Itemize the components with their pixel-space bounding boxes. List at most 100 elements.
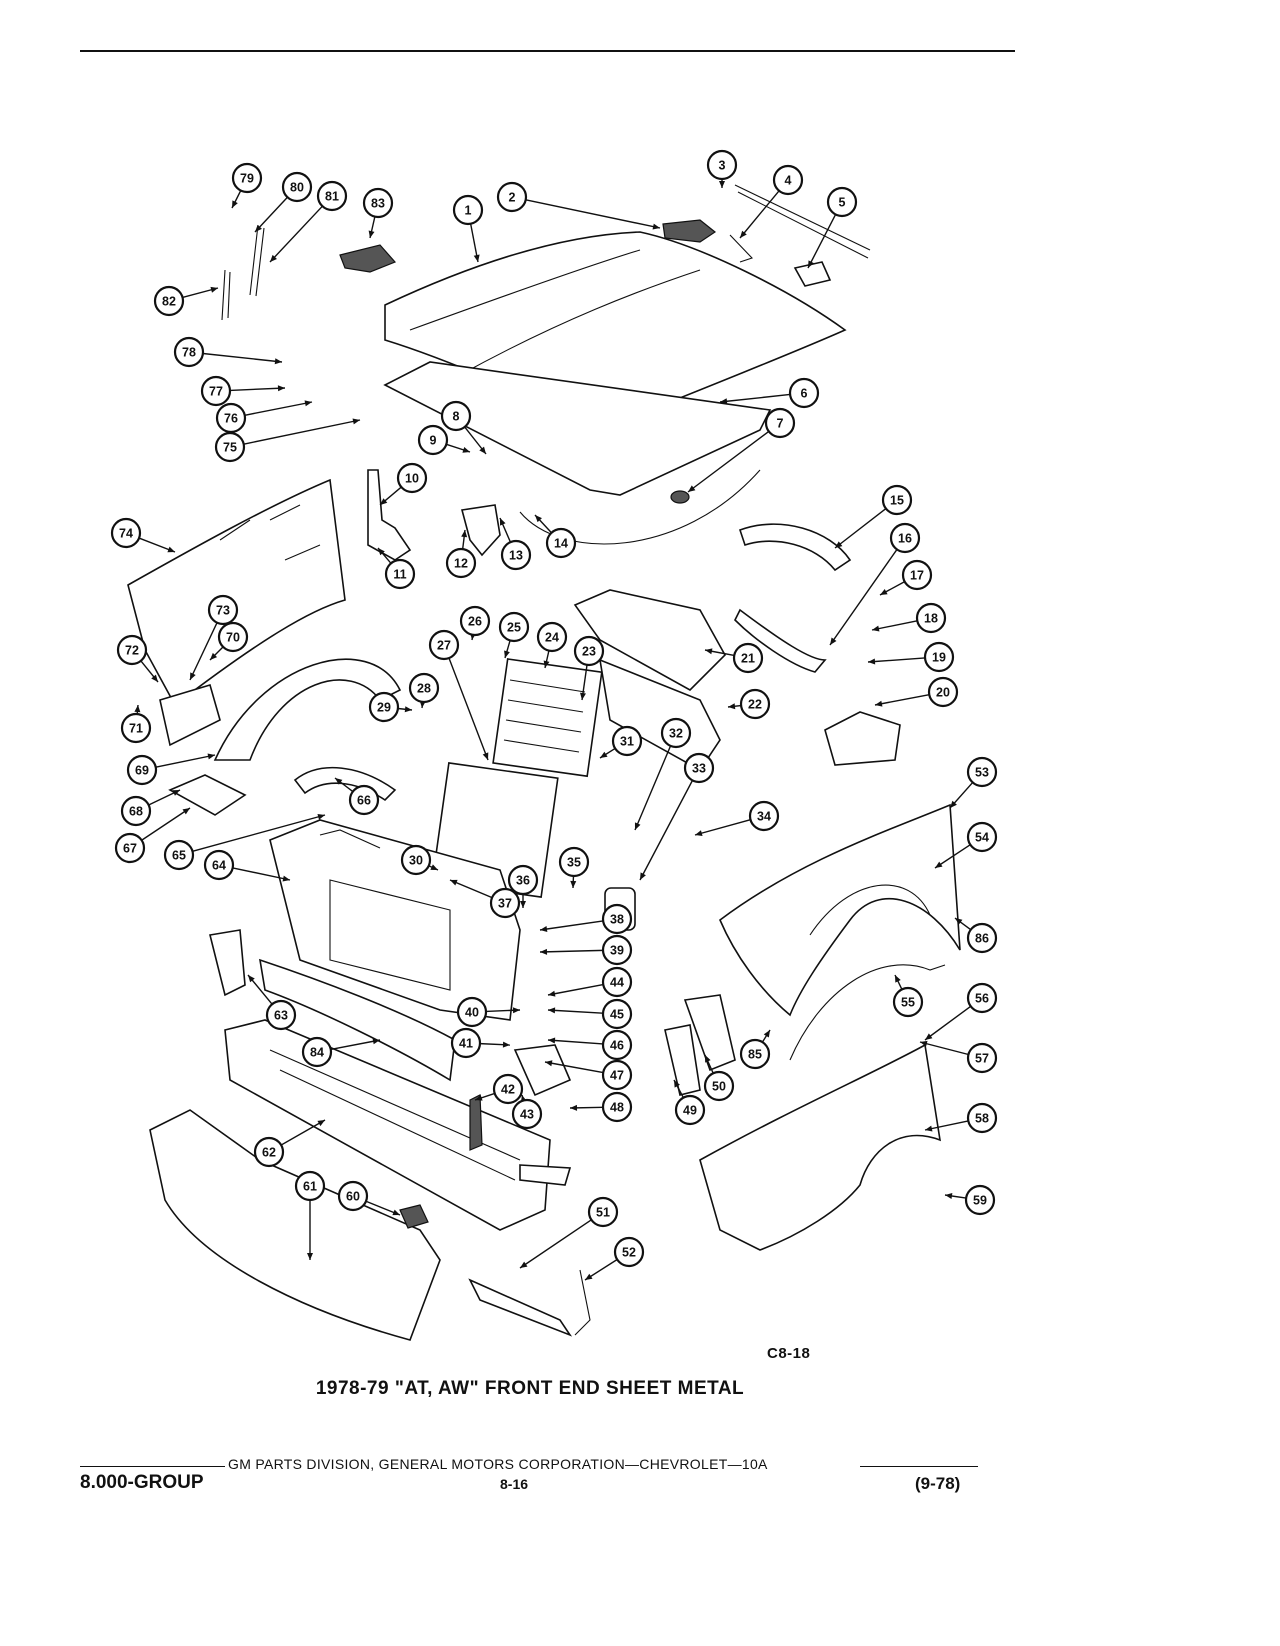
callout-circle (892, 986, 924, 1018)
callout-circle (601, 1091, 633, 1123)
leader-arrow-14 (535, 515, 542, 523)
callout-number: 21 (741, 652, 755, 666)
callout-circle (492, 1073, 524, 1105)
callout-number: 63 (274, 1009, 288, 1023)
bumper-bracket (399, 1204, 429, 1229)
callout-circle (739, 688, 771, 720)
callout-79: 79 (231, 162, 263, 194)
leader-arrow-57 (920, 1040, 928, 1047)
callout-circle (601, 998, 633, 1030)
leader-arrow-49 (674, 1080, 680, 1088)
callout-number: 76 (224, 412, 238, 426)
fender-extension (683, 994, 736, 1072)
callout-83: 83 (362, 187, 394, 219)
leader-arrow-3 (719, 181, 725, 188)
leader-arrow-33 (640, 872, 646, 880)
leader-line-4 (739, 190, 780, 239)
callout-circle (362, 187, 394, 219)
callout-number: 22 (748, 698, 762, 712)
leader-arrow-81 (270, 254, 277, 262)
callout-circle (587, 1196, 619, 1228)
callout-60: 60 (337, 1180, 369, 1212)
leader-line-27 (448, 657, 489, 761)
callout-circle (601, 1029, 633, 1061)
hood-hinge-bracket (662, 219, 717, 243)
leader-arrow-41 (502, 1041, 510, 1048)
filler-panel (664, 1024, 701, 1096)
leader-arrow-60 (392, 1209, 400, 1216)
callout-3: 3 (706, 149, 738, 181)
callout-13: 13 (500, 539, 532, 571)
leader-line-81 (269, 205, 323, 263)
leader-line-18 (871, 620, 918, 631)
callout-circle (207, 594, 239, 626)
leader-line-34 (694, 819, 751, 836)
leader-arrow-10 (380, 498, 388, 505)
leader-arrow-39 (540, 948, 548, 955)
leader-arrow-12 (461, 530, 468, 538)
leader-arrow-61 (307, 1253, 313, 1260)
callout-circle (500, 539, 532, 571)
leader-arrow-84 (372, 1038, 380, 1045)
callout-number: 69 (135, 764, 149, 778)
leader-lines (134, 179, 974, 1281)
callout-number: 9 (430, 434, 437, 448)
callout-number: 33 (692, 762, 706, 776)
callout-circle (114, 832, 146, 864)
hinge-assembly (339, 244, 397, 273)
leader-line-33 (639, 780, 694, 881)
fender-molding (789, 964, 946, 1061)
callout-number: 29 (377, 701, 391, 715)
leader-arrow-5 (808, 260, 814, 268)
callout-circle (660, 717, 692, 749)
callout-number: 32 (669, 727, 683, 741)
leader-arrow-62 (317, 1120, 325, 1127)
hood-spring-rod (249, 224, 265, 297)
callout-52: 52 (613, 1236, 645, 1268)
leader-arrow-65 (317, 813, 325, 820)
callout-circle (217, 621, 249, 653)
callout-number: 55 (901, 996, 915, 1010)
callout-number: 1 (465, 204, 472, 218)
callout-circle (200, 375, 232, 407)
callout-number: 79 (240, 172, 254, 186)
leader-arrow-85 (763, 1030, 770, 1038)
callout-circle (215, 402, 247, 434)
callout-circle (337, 1180, 369, 1212)
leader-arrow-77 (277, 385, 285, 392)
footer-rule-right (860, 1466, 978, 1467)
callout-circle (558, 846, 590, 878)
callout-circle (601, 934, 633, 966)
valance-bracket (574, 1269, 591, 1336)
leader-arrow-63 (248, 975, 255, 983)
callout-67: 67 (114, 832, 146, 864)
leader-arrow-6 (720, 398, 728, 405)
callout-circle (281, 171, 313, 203)
callout-number: 4 (785, 174, 792, 188)
leader-line-5 (807, 214, 837, 269)
callout-circle (265, 999, 297, 1031)
callout-49: 49 (674, 1094, 706, 1126)
radiator-hose (293, 766, 397, 802)
grille (224, 1019, 551, 1231)
callout-numbers: 1234567891011121314151617181920212223242… (110, 149, 998, 1268)
callout-number: 61 (303, 1180, 317, 1194)
callout-circle (545, 527, 577, 559)
callout-11: 11 (384, 558, 416, 590)
callout-number: 30 (409, 854, 423, 868)
callout-10: 10 (396, 462, 428, 494)
callout-28: 28 (408, 672, 440, 704)
callout-76: 76 (215, 402, 247, 434)
leader-line-47 (544, 1061, 604, 1074)
front-bumper (149, 1109, 441, 1341)
leader-arrow-50 (705, 1055, 711, 1063)
callout-circle (294, 1170, 326, 1202)
leader-line-84 (330, 1039, 381, 1051)
leader-arrow-35 (570, 880, 577, 888)
callout-9: 9 (417, 424, 449, 456)
leader-arrow-54 (935, 861, 943, 868)
callout-circle (110, 517, 142, 549)
leader-arrow-82 (210, 286, 218, 293)
callout-63: 63 (265, 999, 297, 1031)
leader-arrow-68 (172, 790, 180, 796)
